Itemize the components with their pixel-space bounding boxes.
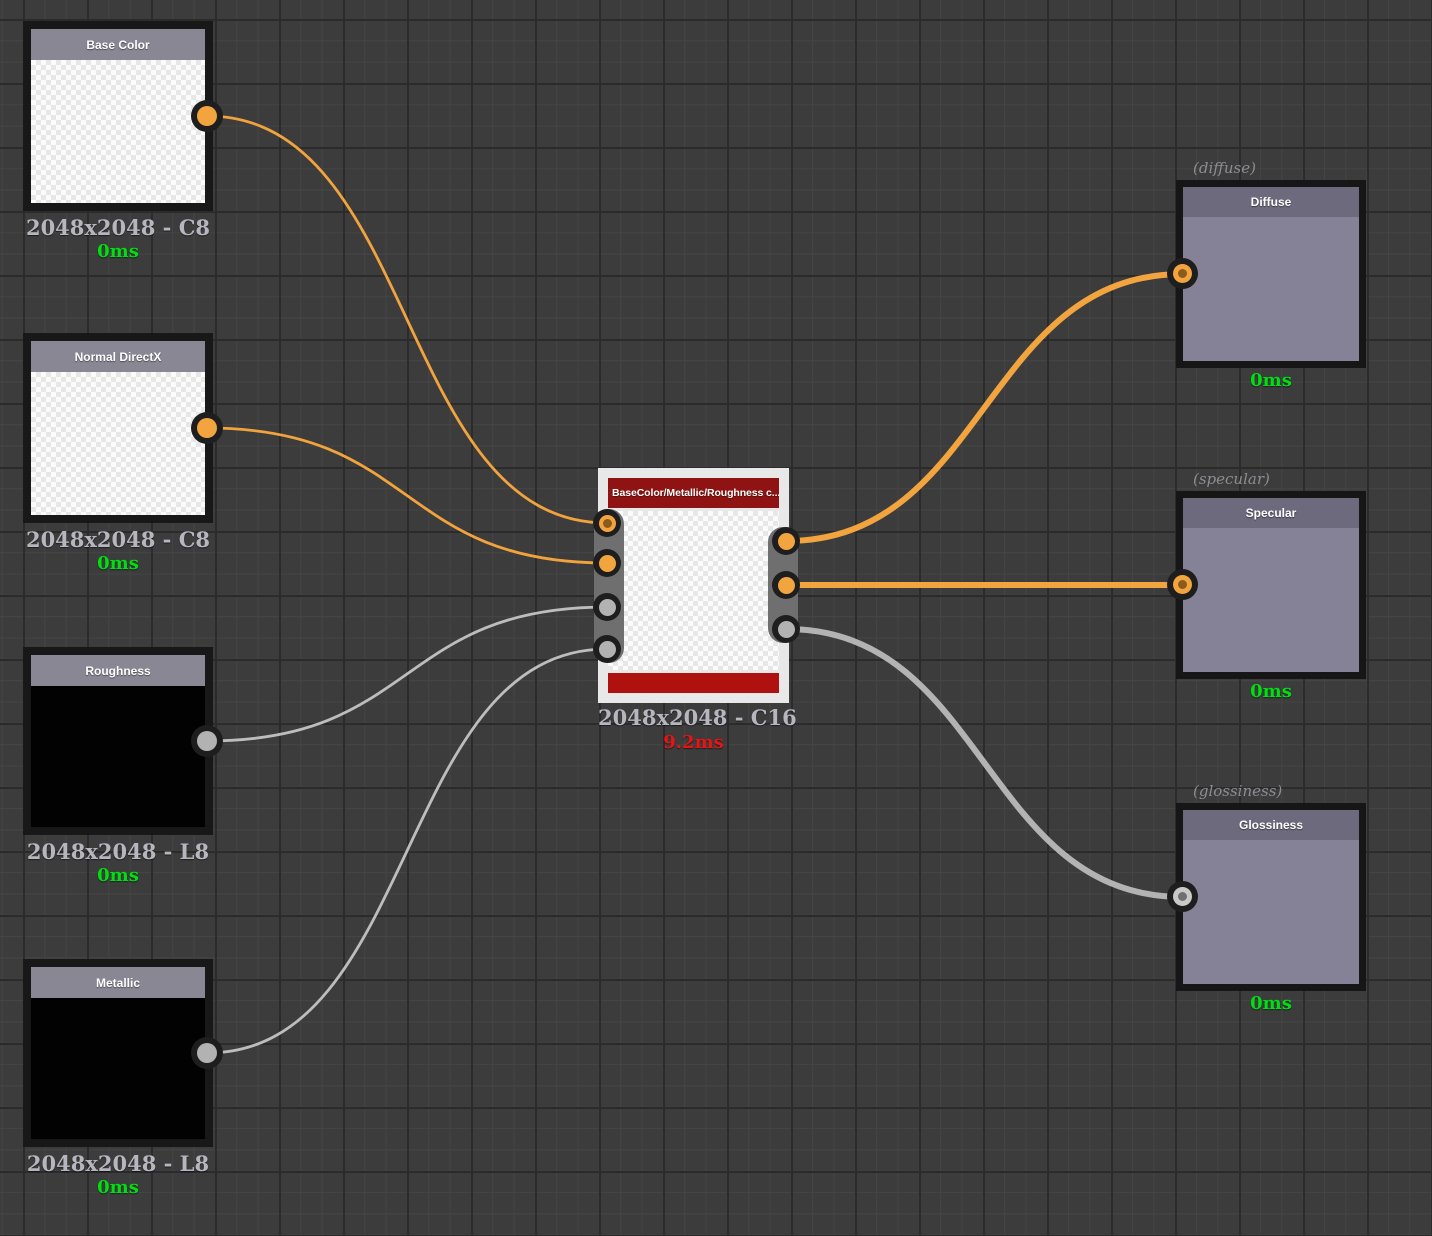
node-header: Glossiness <box>1183 810 1359 840</box>
node-compute-time: 0ms <box>97 865 139 886</box>
node-roughness[interactable]: Roughness <box>23 647 213 835</box>
node-compute-time: 0ms <box>97 1177 139 1198</box>
port-core <box>598 640 616 658</box>
port-glossiness-input[interactable] <box>1167 881 1198 912</box>
port-blend-input-basecolor[interactable] <box>593 509 621 537</box>
port-core <box>1173 575 1192 594</box>
node-header: Metallic <box>31 967 205 998</box>
port-specular-input[interactable] <box>1167 569 1198 600</box>
port-core <box>777 620 795 638</box>
port-core <box>197 1043 217 1063</box>
wire-roughness-to-blend[interactable] <box>206 605 608 743</box>
node-compute-time: 0ms <box>97 241 139 262</box>
port-core <box>598 514 616 532</box>
port-core <box>197 106 217 126</box>
output-annotation: (diffuse) <box>1193 159 1256 177</box>
node-title: Diffuse <box>1250 195 1292 209</box>
node-caption: 2048x2048 - L8 <box>26 1151 210 1176</box>
port-blend-input-roughness[interactable] <box>593 593 621 621</box>
node-caption: 2048x2048 - L8 <box>26 839 210 864</box>
node-title: Normal DirectX <box>74 349 162 364</box>
node-glossiness[interactable]: Glossiness <box>1176 803 1366 991</box>
port-blend-output-diffuse[interactable] <box>772 527 800 555</box>
node-thumbnail <box>31 998 205 1139</box>
node-thumbnail <box>1183 840 1359 984</box>
port-core <box>598 598 616 616</box>
port-dot <box>1178 269 1187 278</box>
node-diffuse[interactable]: Diffuse <box>1176 180 1366 368</box>
port-blend-input-metallic[interactable] <box>593 635 621 663</box>
node-compute-time: 0ms <box>97 553 139 574</box>
port-blend-input-normal[interactable] <box>593 549 621 577</box>
wire-normal-to-blend[interactable] <box>206 426 608 565</box>
node-compute-time: 0ms <box>1250 370 1292 391</box>
wire-blend-to-diffuse[interactable] <box>785 271 1184 544</box>
port-blend-output-glossiness[interactable] <box>772 615 800 643</box>
port-base-color-output[interactable] <box>191 100 223 132</box>
node-thumbnail <box>31 372 205 515</box>
node-title: Glossiness <box>1238 818 1304 832</box>
node-thumbnail <box>1183 217 1359 361</box>
node-base-color[interactable]: Base Color <box>23 21 213 211</box>
output-annotation: (glossiness) <box>1193 782 1283 800</box>
node-header: Normal DirectX <box>31 341 205 372</box>
node-thumbnail <box>31 686 205 827</box>
node-specular[interactable]: Specular <box>1176 491 1366 679</box>
port-core <box>1173 264 1192 283</box>
port-core <box>598 554 616 572</box>
port-core <box>197 731 217 751</box>
node-title: Base Color <box>86 37 150 52</box>
output-annotation: (specular) <box>1193 470 1270 488</box>
node-compute-time: 0ms <box>1250 993 1292 1014</box>
port-blend-output-specular[interactable] <box>772 571 800 599</box>
wire-blend-to-glossiness[interactable] <box>785 626 1184 900</box>
node-title: BaseColor/Metallic/Roughness c... <box>612 487 779 499</box>
port-core <box>777 576 795 594</box>
port-dot <box>1178 580 1187 589</box>
node-compute-time: 9.2ms <box>663 732 724 753</box>
node-normal-directx[interactable]: Normal DirectX <box>23 333 213 523</box>
node-thumbnail <box>608 511 779 670</box>
node-footer-bar <box>608 673 779 693</box>
node-thumbnail <box>31 60 205 203</box>
port-core <box>1173 887 1192 906</box>
port-normal-directx-output[interactable] <box>191 412 223 444</box>
node-metallic[interactable]: Metallic <box>23 959 213 1147</box>
node-caption: 2048x2048 - C16 <box>598 705 797 730</box>
node-header: Roughness <box>31 655 205 686</box>
port-dot <box>1178 892 1187 901</box>
port-metallic-output[interactable] <box>191 1037 223 1069</box>
port-diffuse-input[interactable] <box>1167 258 1198 289</box>
node-header: Specular <box>1183 498 1359 528</box>
node-compute-time: 0ms <box>1250 681 1292 702</box>
wire-basecolor-to-blend[interactable] <box>206 114 608 525</box>
node-title: Metallic <box>95 975 140 990</box>
node-header: Base Color <box>31 29 205 60</box>
node-caption: 2048x2048 - C8 <box>25 527 211 552</box>
node-thumbnail <box>1183 528 1359 672</box>
node-title: Specular <box>1245 506 1297 520</box>
node-caption: 2048x2048 - C8 <box>25 215 211 240</box>
node-title: Roughness <box>85 663 151 678</box>
node-blend[interactable]: BaseColor/Metallic/Roughness c... <box>598 468 789 703</box>
node-header: Diffuse <box>1183 187 1359 217</box>
port-roughness-output[interactable] <box>191 725 223 757</box>
port-dot <box>602 518 612 528</box>
port-core <box>197 418 217 438</box>
port-core <box>777 532 795 550</box>
wire-metallic-to-blend[interactable] <box>206 647 608 1055</box>
node-header: BaseColor/Metallic/Roughness c... <box>608 478 779 508</box>
